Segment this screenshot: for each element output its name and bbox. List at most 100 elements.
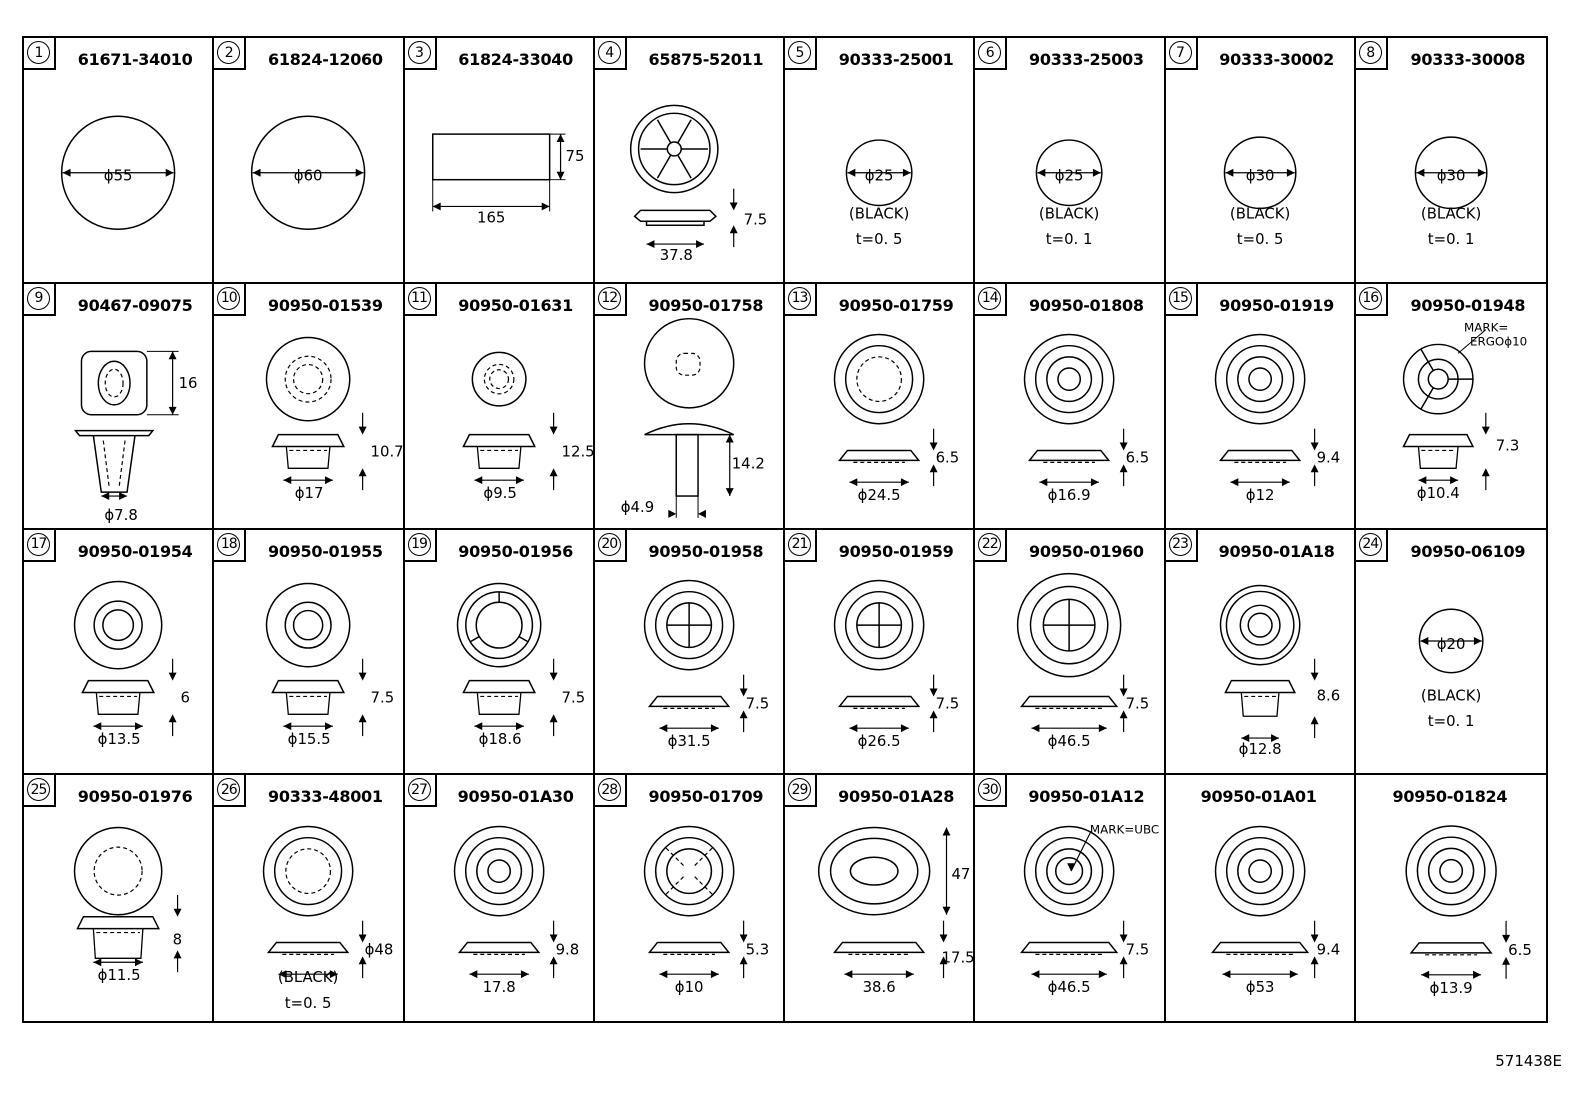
plug-side (1218, 449, 1301, 461)
outline-circle (1427, 847, 1475, 895)
dimension-label: 9.4 (1316, 448, 1340, 466)
outline-circle (1035, 837, 1104, 906)
outline-circle (73, 580, 163, 669)
spoke-line (676, 154, 692, 179)
outline-circle (665, 848, 712, 895)
dimension-label: ϕ17 (295, 484, 324, 502)
arrowhead (1418, 475, 1427, 484)
part-number: 90950-01539 (268, 295, 383, 315)
dimension-label: ϕ18.6 (478, 730, 521, 748)
dimension-label: 8.6 (1316, 686, 1340, 704)
hidden-center (675, 352, 701, 376)
outline-circle (464, 837, 533, 906)
arrowhead (1416, 168, 1425, 177)
plug-side (647, 695, 731, 707)
outline-circle (93, 846, 143, 896)
outline-circle (475, 848, 522, 895)
outline-circle (73, 827, 163, 916)
plug-side (1020, 941, 1119, 954)
arrowhead (942, 907, 951, 915)
item-number: 18 (217, 532, 241, 556)
thickness-note: t=0. 5 (285, 994, 332, 1012)
outline-circle (654, 590, 724, 659)
rib-line (1420, 387, 1434, 410)
figure: ϕ25(BLACK)t=0. 5 (845, 139, 913, 248)
diameter-label: ϕ55 (104, 167, 133, 185)
plug-outline-circle (251, 115, 366, 230)
figure: 14.2ϕ4.9 (621, 317, 765, 518)
dimension-label: 6 (181, 688, 190, 706)
dimension-label: ϕ11.5 (98, 966, 141, 984)
dimension-label: 37.8 (659, 246, 692, 264)
plug-body-side (95, 691, 141, 715)
dimension-label: ϕ46.5 (1048, 978, 1091, 996)
arrowhead (520, 970, 529, 979)
item-number-box: 17 (24, 529, 56, 562)
diameter-label: ϕ30 (1437, 167, 1466, 185)
item-number: 17 (27, 532, 50, 556)
center-circle (486, 859, 511, 884)
part-number: 61671-34010 (77, 50, 193, 69)
outline-circle (643, 579, 735, 670)
part-drawing: ϕ25(BLACK)t=0. 1 (1035, 139, 1103, 248)
arrowhead (93, 958, 102, 967)
arrowhead (549, 426, 558, 435)
arrowhead (710, 723, 719, 732)
arrowhead (134, 958, 143, 967)
arrowhead (659, 970, 668, 979)
part-drawing: 7.537.8 (629, 104, 767, 264)
arrowhead (1501, 957, 1510, 966)
arrowhead (1093, 168, 1102, 177)
dimension-label: 7.5 (936, 694, 960, 712)
item-number-box: 20 (594, 529, 627, 562)
item-number: 24 (1358, 532, 1382, 556)
outline-circle (93, 599, 143, 650)
plug-side (1028, 449, 1111, 461)
inner-circle (102, 608, 135, 641)
arrowhead (659, 723, 668, 732)
dimension-label: 6.5 (936, 448, 960, 466)
outline-circle (1225, 837, 1294, 906)
center-circle (1438, 859, 1463, 884)
arrowhead (1420, 636, 1429, 645)
item-number: 30 (978, 778, 1002, 802)
arrowhead (1310, 672, 1319, 681)
dimension-label: ϕ15.5 (288, 730, 331, 748)
arrowhead (283, 475, 292, 484)
arrowhead (1286, 168, 1295, 177)
plug-body-side (476, 691, 522, 715)
arrowhead (1310, 934, 1319, 943)
plug-side (837, 449, 921, 461)
arrowhead (101, 491, 110, 500)
item-number-box: 16 (1355, 283, 1388, 316)
part-drawing: 12.5ϕ9.5 (461, 351, 593, 502)
arrowhead (1031, 723, 1040, 732)
part-number: 90333-25001 (838, 50, 954, 69)
plug-cap-side (271, 679, 346, 693)
arrowhead (1310, 464, 1319, 473)
dimension-label: 9.8 (555, 941, 579, 959)
item-number-box: 18 (214, 529, 247, 562)
dimension-label: 7.5 (561, 688, 585, 706)
outline-circle (453, 826, 544, 917)
arrowhead (1473, 636, 1482, 645)
arrowhead (556, 171, 565, 180)
outline-circle (263, 826, 354, 917)
plug-outline-circle (1223, 136, 1297, 210)
part-number: 90950-01919 (1219, 295, 1334, 315)
dimension-label: ϕ48 (365, 941, 394, 959)
arrowhead (668, 509, 676, 518)
part-drawing: ϕ30(BLACK)t=0. 5 (1223, 136, 1297, 248)
part-number: 90950-01976 (77, 787, 193, 807)
